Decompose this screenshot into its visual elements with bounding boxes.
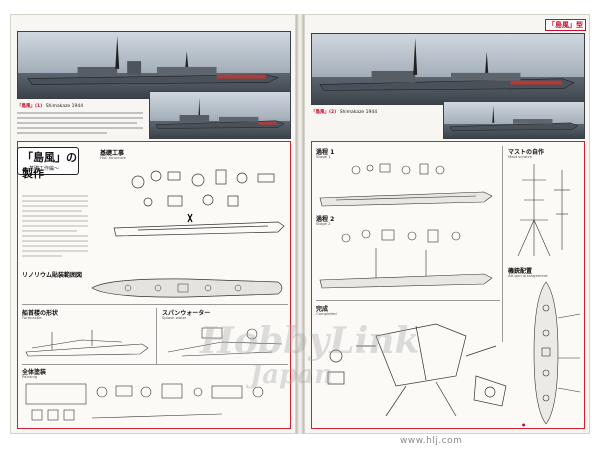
section-title-aa-guns: 機銃配置 xyxy=(508,268,533,275)
article-title-badge: 「島風」の製作 〜基礎工作編〜 xyxy=(17,147,79,180)
watermark-main: HobbyLink xyxy=(200,320,420,362)
section-sub-mast: Mast scratch xyxy=(508,154,533,159)
stage1-sketch xyxy=(316,160,496,212)
splash-water-sketch xyxy=(162,322,288,362)
left-page: 「島風」(1) Shimakaze 1944 基礎工事 Hull structu… xyxy=(10,14,296,434)
section-title-painting: 全体塗装 xyxy=(22,369,47,376)
watermark-secondary: Japan xyxy=(250,360,334,390)
footer-url: www.hlj.com xyxy=(400,436,463,446)
page-gutter xyxy=(296,14,304,434)
ship-photo-small-right xyxy=(443,101,585,139)
parts-sketch-hull xyxy=(108,162,288,254)
linoleum-plan-sketch xyxy=(88,276,288,300)
stage2-sketch xyxy=(316,226,496,296)
photo-caption-right: 「島風」(2) Shimakaze 1944 xyxy=(311,109,377,115)
section-title-linoleum: リノリウム貼装範囲図 xyxy=(22,272,83,279)
aa-gun-plan-sketch xyxy=(524,278,584,428)
section-divider-1 xyxy=(22,304,288,305)
section-title-forecastle: 船首楼の形状 xyxy=(22,310,59,317)
right-vdivider xyxy=(502,146,503,342)
section-title-splash: スパンウォーター xyxy=(162,310,211,317)
completed-detail-sketch xyxy=(316,316,516,426)
section-vdivider xyxy=(156,308,157,364)
section-sub-hull: Hull structure xyxy=(100,155,126,160)
section-sub-stage1: Stage 1 xyxy=(316,154,331,159)
mast-sketch xyxy=(508,160,582,260)
right-page: 「島風」型 「島風」(2) Shimakaze 1944 xyxy=(304,14,590,434)
article-subtitle: 〜基礎工作編〜 xyxy=(24,166,60,172)
left-content-frame: 基礎工事 Hull structure リノリウム貼 xyxy=(17,141,291,429)
intro-text-block xyxy=(17,111,143,137)
article-title: 「島風」の製作 xyxy=(22,151,77,180)
section-divider-2 xyxy=(22,364,288,365)
ship-photo-large-left xyxy=(17,31,291,99)
caption-text: Shimakaze 1944 xyxy=(339,110,378,115)
right-section-divider xyxy=(316,300,500,301)
caption-label: 「島風」(1) xyxy=(17,104,43,109)
section-sub-completed: Completed xyxy=(316,311,337,316)
section-title-stage2: 過程 2 xyxy=(316,216,335,223)
section-title-hull: 基礎工事 xyxy=(100,150,125,157)
body-text-left xyxy=(22,194,88,264)
ship-photo-large-right xyxy=(311,33,585,105)
photo-caption-left: 「島風」(1) Shimakaze 1944 xyxy=(17,103,83,109)
ship-photo-small-left xyxy=(149,91,291,139)
painting-parts-sketch xyxy=(22,380,288,426)
caption-text: Shimakaze 1944 xyxy=(45,104,84,109)
right-content-frame: 過程 1 Stage 1 過程 2 Stage 2 マストの自作 Mast sc… xyxy=(311,141,585,429)
section-sub-aa-guns: AA gun arrangement xyxy=(508,273,548,278)
section-title-completed: 完成 xyxy=(316,306,329,313)
section-sub-forecastle: Forecastle xyxy=(22,315,42,320)
forecastle-sketch xyxy=(22,322,152,362)
section-sub-painting: Painting xyxy=(22,374,38,379)
section-sub-stage2: Stage 2 xyxy=(316,221,331,226)
page-header-label: 「島風」型 xyxy=(545,19,586,31)
section-title-mast: マストの自作 xyxy=(508,149,545,156)
red-callout-marker: ● xyxy=(522,422,526,427)
section-sub-splash: Splash water xyxy=(162,315,187,320)
section-title-stage1: 過程 1 xyxy=(316,149,335,156)
caption-label: 「島風」(2) xyxy=(311,110,337,115)
